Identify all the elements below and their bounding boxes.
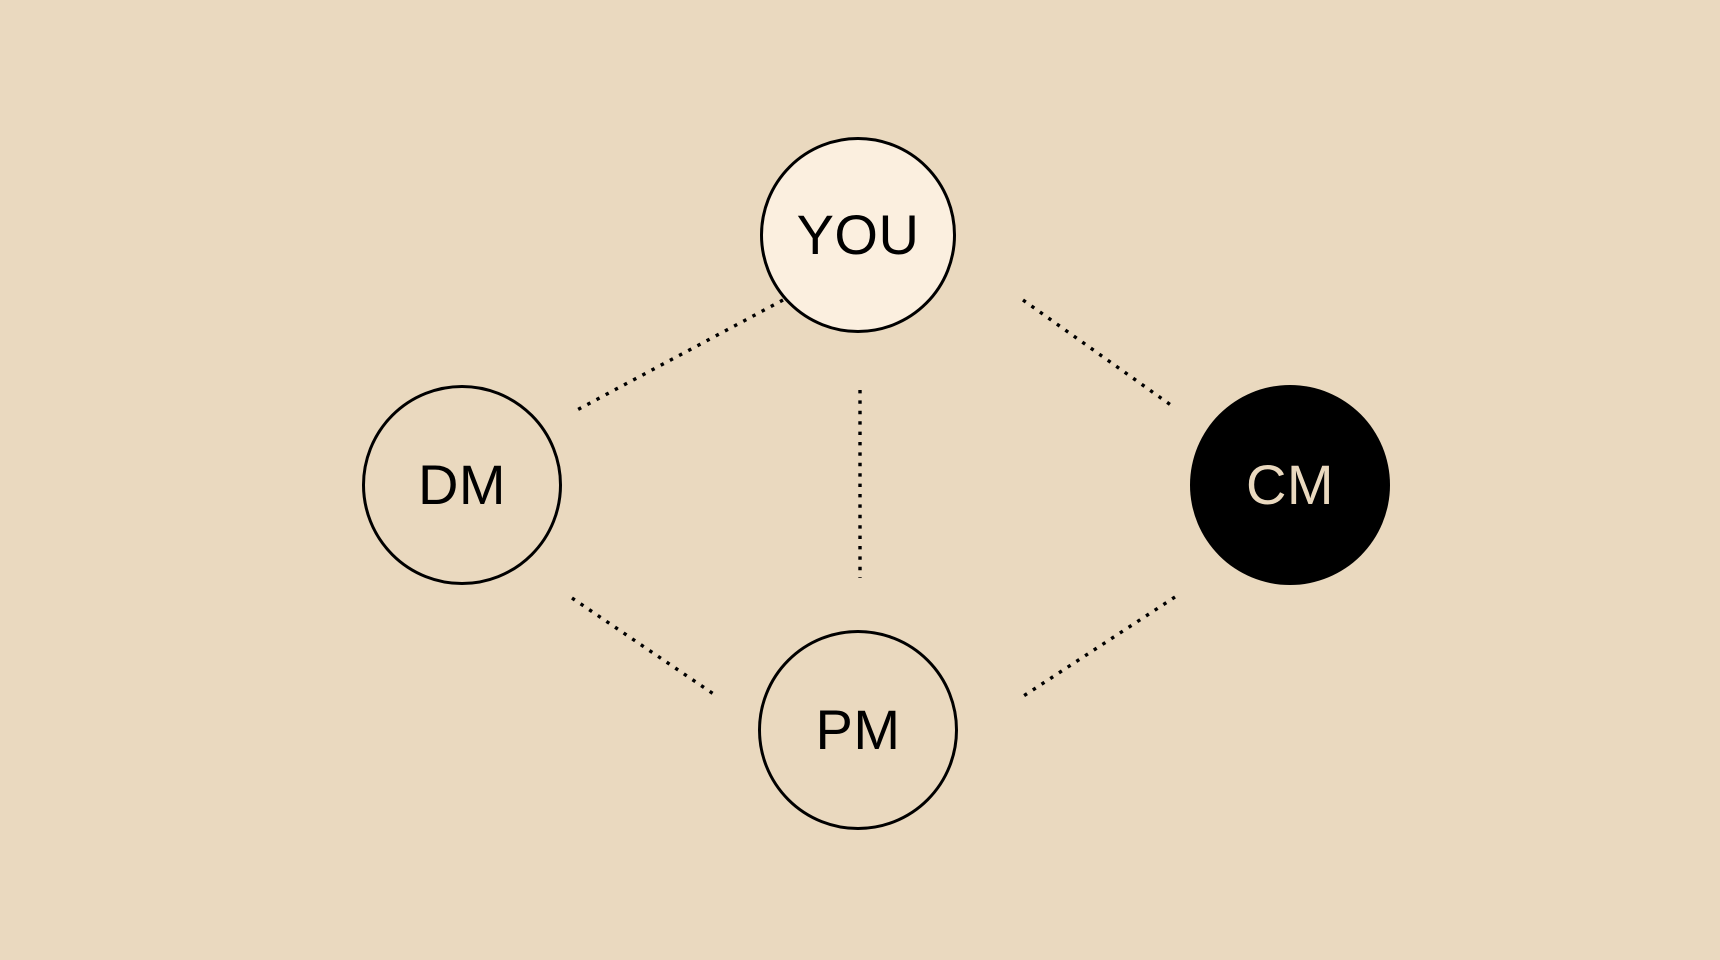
node-pm[interactable]: PM [758, 630, 958, 830]
node-label-pm: PM [815, 698, 901, 761]
connector-you-dm [576, 298, 784, 412]
node-label-dm: DM [417, 453, 507, 516]
node-label-cm: CM [1245, 453, 1335, 516]
node-cm[interactable]: CM [1190, 385, 1390, 585]
connector-dm-pm [571, 596, 719, 699]
node-label-you: YOU [796, 203, 920, 266]
node-dm[interactable]: DM [362, 385, 562, 585]
node-you[interactable]: YOU [760, 137, 956, 333]
connector-lines [571, 298, 1176, 699]
